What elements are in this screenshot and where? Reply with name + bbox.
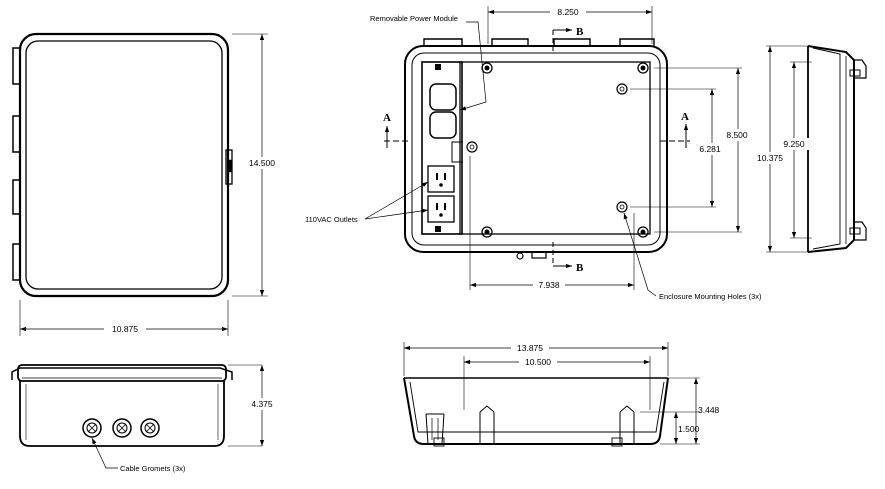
bottom-outer-gap xyxy=(511,342,549,354)
side-height-dim: 4.375 xyxy=(251,399,273,409)
enclosure-mounting-hole-3 xyxy=(466,141,478,153)
interior-width-dim: 8.250 xyxy=(557,7,579,17)
gromet-leader xyxy=(91,437,118,469)
interior-height-dim: 8.500 xyxy=(726,130,748,140)
section-b-top xyxy=(552,27,572,54)
bottom-height-dim: 3.448 xyxy=(698,405,720,415)
top-view-extension-lines xyxy=(469,6,742,290)
module-screw-top xyxy=(435,64,441,70)
cable-gromet-1 xyxy=(82,418,102,438)
bottom-inner-dim: 10.500 xyxy=(525,357,551,367)
enclosure-mounting-hole-1 xyxy=(616,83,628,95)
mounting-hole-1 xyxy=(481,62,493,74)
cable-gromets-callout: Cable Gromets (3x) xyxy=(120,464,186,473)
hole-horizontal-dim: 7.938 xyxy=(538,280,560,290)
side-view xyxy=(11,364,262,447)
mounting-holes-callout: Enclosure Mounting Holes (3x) xyxy=(659,292,762,301)
power-module-callout: Removable Power Module xyxy=(370,14,458,23)
outlets-leader-2 xyxy=(364,208,429,220)
front-height-gap xyxy=(248,157,276,169)
cable-gromet-2 xyxy=(112,418,132,438)
mounting-hole-4 xyxy=(637,226,649,238)
outlet-receptacle-2 xyxy=(436,203,446,217)
enclosure-mounting-hole-2 xyxy=(616,201,628,213)
interior-width-gap xyxy=(550,7,586,17)
hole-vertical-gap xyxy=(696,143,726,155)
side-height-gap xyxy=(249,398,275,410)
interior-height-gap xyxy=(722,129,752,141)
outlets-callout: 110VAC Outlets xyxy=(305,215,358,224)
hole-vertical-dim: 6.281 xyxy=(699,144,721,154)
front-width-gap xyxy=(104,324,146,334)
right-inner-gap xyxy=(779,138,809,150)
bottom-outer-dim: 13.875 xyxy=(517,343,543,353)
outlets-leader-1 xyxy=(364,181,429,220)
section-a-left xyxy=(384,126,410,148)
outlet-receptacle-1 xyxy=(436,173,446,187)
right-inner-dim: 9.250 xyxy=(783,139,805,149)
module-screw-bottom xyxy=(435,226,441,232)
bottom-section-view xyxy=(403,342,700,447)
section-b-bottom xyxy=(552,242,572,269)
front-height-dim: 14.500 xyxy=(249,158,275,168)
section-a-left-label: A xyxy=(383,112,391,124)
section-b-bottom-label: B xyxy=(576,262,584,274)
right-outer-dim: 10.375 xyxy=(757,153,783,163)
front-width-dim: 10.875 xyxy=(112,324,138,334)
bottom-inner-gap xyxy=(519,356,557,368)
mounting-holes-leader xyxy=(623,212,657,297)
mounting-hole-2 xyxy=(481,226,493,238)
section-b-top-label: B xyxy=(576,26,584,38)
power-module-leader xyxy=(459,21,487,111)
cable-gromet-3 xyxy=(140,418,160,438)
front-view xyxy=(12,32,268,336)
mounting-hole-3 xyxy=(637,62,649,74)
right-outer-gap xyxy=(754,152,786,164)
section-a-right-label: A xyxy=(681,111,689,123)
hole-horizontal-gap xyxy=(533,279,565,291)
bottom-low-dim: 1.500 xyxy=(678,424,700,434)
section-a-right xyxy=(660,124,690,148)
open-top-view xyxy=(404,38,668,260)
